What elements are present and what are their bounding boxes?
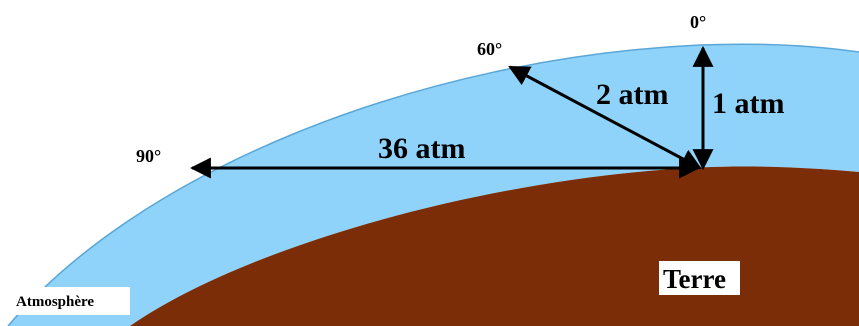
path-label-oblique: 2 atm	[596, 78, 668, 111]
angle-label-sixty: 60°	[477, 39, 502, 59]
earth-label: Terre	[663, 264, 726, 294]
atmosphere-label: Atmosphère	[16, 294, 94, 310]
path-label-vertical: 1 atm	[712, 87, 784, 120]
path-label-horizontal: 36 atm	[378, 132, 465, 165]
angle-label-zenith: 0°	[690, 12, 706, 32]
angle-label-ninety: 90°	[136, 146, 161, 166]
